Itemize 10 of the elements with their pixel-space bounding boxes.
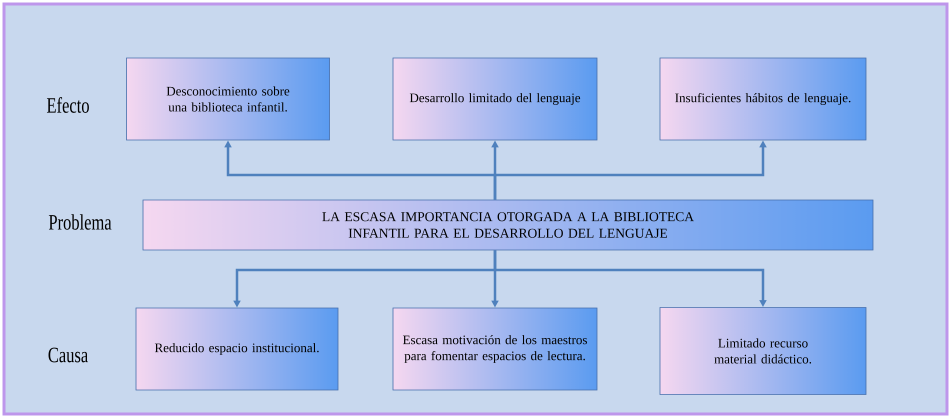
cause-box: Escasa motivación de los maestros para fomentar espacios de lectura.	[392, 308, 598, 390]
cause-box: Limitado recurso material didáctico.	[660, 307, 866, 395]
effect-box: Desconocimiento sobre una biblioteca infantil.	[126, 58, 330, 140]
problem-box: LA ESCASA IMPORTANCIA OTORGADA A LA BIBLIOTECA INFANTIL PARA EL DESARROLLO DEL LENGUAJE	[142, 200, 874, 250]
row-label: Causa	[48, 348, 88, 362]
row-label: Efecto	[46, 97, 89, 113]
effect-box: Insuficientes hábitos de lenguaje.	[660, 58, 866, 140]
effect-box: Desarrollo limitado del lenguaje	[392, 58, 598, 140]
cause-box: Reducido espacio institucional.	[136, 308, 338, 390]
row-label: Problema	[48, 214, 112, 230]
